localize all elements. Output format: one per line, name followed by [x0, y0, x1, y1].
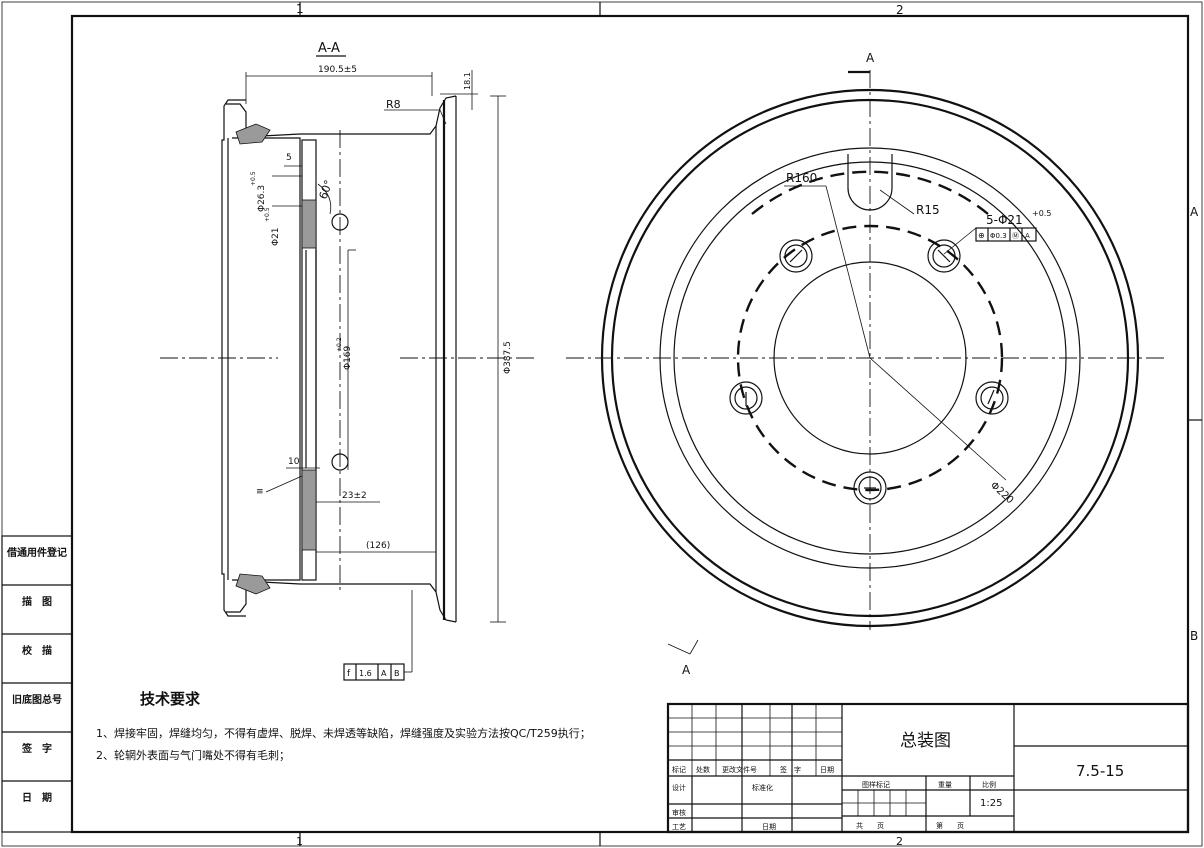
grid-top-2: 2 [896, 3, 904, 17]
disc-hatch-bottom [301, 469, 317, 551]
title-block: 标记 处数 更改文件号 签 字 日期 设计 标准化 审核 工艺 日期 总装图 图… [666, 702, 1190, 834]
standard-label: 标准化 [752, 783, 773, 792]
dim-d26-tol: +0.5 [250, 171, 257, 186]
dim-5: 5 [286, 153, 292, 163]
reg-cell: 借通用件登记 [6, 546, 67, 559]
grid-bottom-1: 1 [296, 835, 303, 848]
reg-cell: 签 字 [21, 742, 52, 755]
rev-header: 更改文件号 [722, 765, 757, 774]
rev-header: 处数 [696, 765, 710, 774]
svg-text:1.6: 1.6 [359, 669, 372, 678]
weld-mark: ≡ [256, 487, 264, 497]
bolt-hole [975, 381, 1009, 415]
dim-23: 23±2 [342, 491, 367, 501]
reg-cell: 日 期 [22, 791, 52, 804]
svg-text:A: A [1025, 232, 1030, 240]
drawing-frame [70, 14, 1190, 834]
grid-top-1: 1 [296, 2, 304, 16]
notes-title: 技术要求 [140, 690, 201, 708]
bolt-hole [779, 239, 813, 273]
grid-bottom-2: 2 [896, 835, 903, 848]
rev-header: 标记 [672, 765, 686, 774]
dim-r160: R160 [786, 171, 817, 185]
gdt-frame: f 1.6 A B [343, 663, 405, 681]
registration-column: 借通用件登记 描 图 校 描 旧底图总号 签 字 日 期 [1, 535, 73, 833]
scale-label: 比例 [982, 780, 996, 789]
svg-text:A: A [381, 669, 387, 678]
section-title: A-A [318, 41, 340, 56]
svg-text:B: B [394, 669, 400, 678]
dim-d21-tol: +0.5 [264, 207, 271, 222]
r160-arc [751, 170, 989, 215]
grid-right-a: A [1190, 205, 1199, 219]
scale-value: 1:25 [980, 798, 1002, 809]
process-label: 工艺 [672, 823, 686, 831]
hole-gdt-frame: ⊕ Φ0.3 Ⓜ A [975, 227, 1037, 242]
dim-outer: Φ387.5 [503, 341, 513, 374]
dim-angle: 60° [317, 178, 336, 201]
dim-flange-height: 18.1 [463, 72, 472, 90]
dim-bore: Φ169 [343, 345, 353, 370]
technical-requirements: 技术要求 1、焊接牢固，焊缝均匀，不得有虚焊、脱焊、未焊透等缺陷，焊缝强度及实验… [96, 688, 616, 767]
design-label: 设计 [672, 783, 686, 792]
dim-r15: R15 [916, 203, 940, 217]
drawing-number: 7.5-15 [1076, 762, 1124, 780]
section-view: A-A 190.5±5 18.1 R8 [160, 41, 534, 681]
rev-header: 日期 [820, 766, 834, 774]
review-label: 审核 [672, 808, 686, 817]
dim-126: (126) [366, 541, 390, 551]
drawing-name: 总装图 [900, 731, 951, 751]
reg-cell: 校 描 [22, 644, 52, 657]
weight-label: 重量 [938, 781, 952, 789]
svg-text:f: f [347, 669, 351, 679]
dim-r8: R8 [386, 98, 401, 111]
note-item: 1、焊接牢固，焊缝均匀，不得有虚焊、脱焊、未焊透等缺陷，焊缝强度及实验方法按QC… [96, 727, 591, 740]
svg-text:⊕: ⊕ [978, 231, 985, 240]
front-view: A A R160 R15 5-Φ21 +0.5 ⊕ Φ0.3 Ⓜ A Φ220 [566, 51, 1166, 677]
reg-cell: 旧底图总号 [12, 693, 62, 706]
svg-text:Ⓜ: Ⓜ [1012, 232, 1019, 240]
section-mark-bottom: A [682, 663, 691, 677]
stage-label: 图样标记 [862, 780, 890, 789]
bolt-hole [853, 471, 887, 505]
dim-d21: Φ21 [271, 227, 281, 246]
bolt-hole [927, 239, 961, 273]
note-item: 2、轮辋外表面与气门嘴处不得有毛刺； [96, 749, 290, 762]
sheet-total: 共 页 [856, 821, 884, 830]
section-mark-top: A [866, 51, 875, 65]
disc-hatch-top [301, 199, 317, 249]
grid-right-b: B [1190, 629, 1198, 643]
reg-cell: 描 图 [22, 595, 52, 608]
dim-d26: Φ26.3 [257, 185, 267, 212]
date-label: 日期 [762, 823, 776, 831]
hole-spec-tol: +0.5 [1032, 209, 1051, 218]
sheet-no: 第 页 [936, 821, 964, 830]
svg-text:Φ0.3: Φ0.3 [990, 232, 1007, 240]
bolt-hole [729, 381, 763, 415]
dim-width: 190.5±5 [318, 65, 357, 75]
dim-pcd: Φ220 [988, 480, 1015, 506]
hole-spec: 5-Φ21 [986, 213, 1023, 227]
dim-10: 10 [288, 457, 300, 467]
rev-header: 签 字 [780, 765, 801, 774]
dim-bore-tol: +0.2 [336, 337, 343, 352]
